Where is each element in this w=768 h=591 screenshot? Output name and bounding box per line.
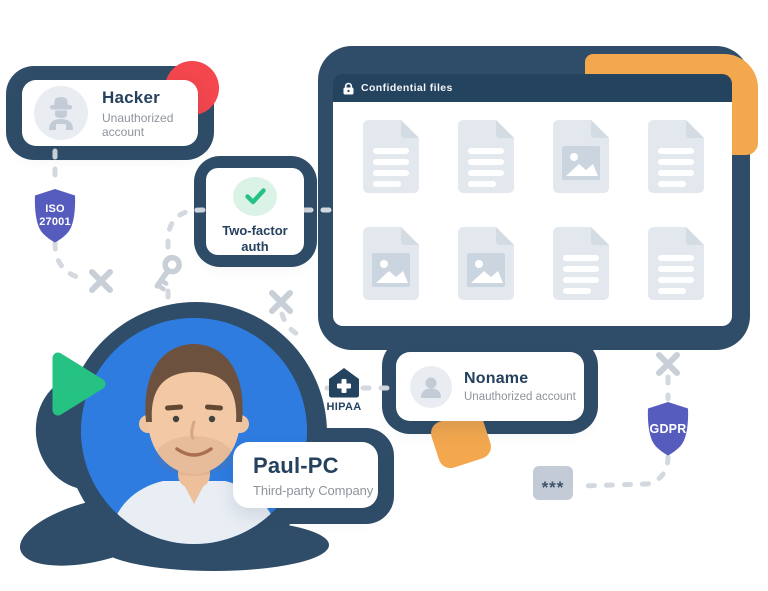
document-image-icon — [372, 253, 410, 287]
file-icon — [648, 120, 704, 193]
confidential-files-window: Confidential files — [333, 74, 732, 326]
medical-house-icon — [329, 368, 359, 398]
paul-photo — [81, 318, 307, 544]
check-icon — [244, 188, 266, 205]
man-portrait-illustration — [81, 318, 307, 544]
hacker-title: Hacker — [102, 87, 160, 107]
gdpr-badge: GDPR — [645, 401, 691, 457]
check-circle — [233, 177, 277, 216]
hacker-avatar — [34, 86, 88, 140]
hacker-card-text: Hacker Unauthorized account — [102, 88, 198, 139]
person-icon — [421, 377, 441, 398]
shield-icon — [34, 189, 76, 243]
file-icon — [363, 227, 419, 300]
hacker-subtitle: Unauthorized account — [102, 110, 174, 139]
two-factor-line2: auth — [241, 239, 269, 254]
x-cross-icon — [656, 352, 680, 376]
document-text-lines-icon — [373, 148, 409, 187]
document-text-lines-icon — [468, 148, 504, 187]
connector-iso-x — [52, 240, 89, 282]
play-triangle-icon[interactable] — [48, 348, 110, 420]
noname-avatar — [410, 365, 452, 408]
iso-badge-text: ISO 27001 — [32, 188, 78, 244]
gdpr-label: GDPR — [649, 421, 687, 436]
password-asterisks: *** — [541, 478, 565, 497]
file-icon — [458, 227, 514, 300]
window-title: Confidential files — [361, 82, 453, 94]
lock-icon — [343, 82, 354, 94]
noname-subtitle: Unauthorized account — [464, 391, 576, 403]
hipaa-label: HIPAA — [326, 401, 362, 413]
hipaa-badge: HIPAA — [320, 366, 368, 413]
noname-title: Noname — [464, 370, 529, 387]
iso-27001-badge: ISO 27001 — [32, 188, 78, 244]
paul-title: Paul-PC — [253, 453, 339, 478]
document-text-lines-icon — [658, 148, 694, 187]
hooded-hacker-icon — [49, 97, 73, 130]
document-text-lines-icon — [563, 255, 599, 294]
document-text-lines-icon — [658, 255, 694, 294]
file-grid — [333, 102, 732, 326]
shield-icon — [647, 402, 689, 456]
paul-subtitle: Third-party Company — [253, 483, 374, 498]
document-image-icon — [562, 146, 600, 180]
window-titlebar: Confidential files — [333, 74, 732, 102]
key-icon — [154, 254, 182, 292]
file-icon — [553, 227, 609, 300]
password-chip: *** — [533, 466, 573, 500]
file-icon — [648, 227, 704, 300]
iso-line1: ISO — [45, 203, 65, 215]
noname-card-text: Noname Unauthorized account — [464, 370, 576, 403]
file-icon — [553, 120, 609, 193]
file-icon — [363, 120, 419, 193]
two-factor-line1: Two-factor — [222, 223, 288, 238]
connector-gdpr-password — [577, 454, 671, 489]
two-factor-card: Two-factor auth — [206, 168, 304, 255]
gdpr-badge-text: GDPR — [645, 401, 691, 457]
hacker-card: Hacker Unauthorized account — [22, 80, 198, 146]
iso-line2: 27001 — [39, 216, 71, 228]
document-image-icon — [467, 253, 505, 287]
paul-pc-card: Paul-PC Third-party Company — [233, 442, 378, 508]
noname-card: Noname Unauthorized account — [396, 352, 584, 421]
x-cross-icon — [269, 290, 293, 314]
file-icon — [458, 120, 514, 193]
x-cross-icon — [89, 269, 113, 293]
connector-x-paul — [279, 311, 302, 338]
two-factor-label: Two-factor auth — [222, 223, 287, 255]
